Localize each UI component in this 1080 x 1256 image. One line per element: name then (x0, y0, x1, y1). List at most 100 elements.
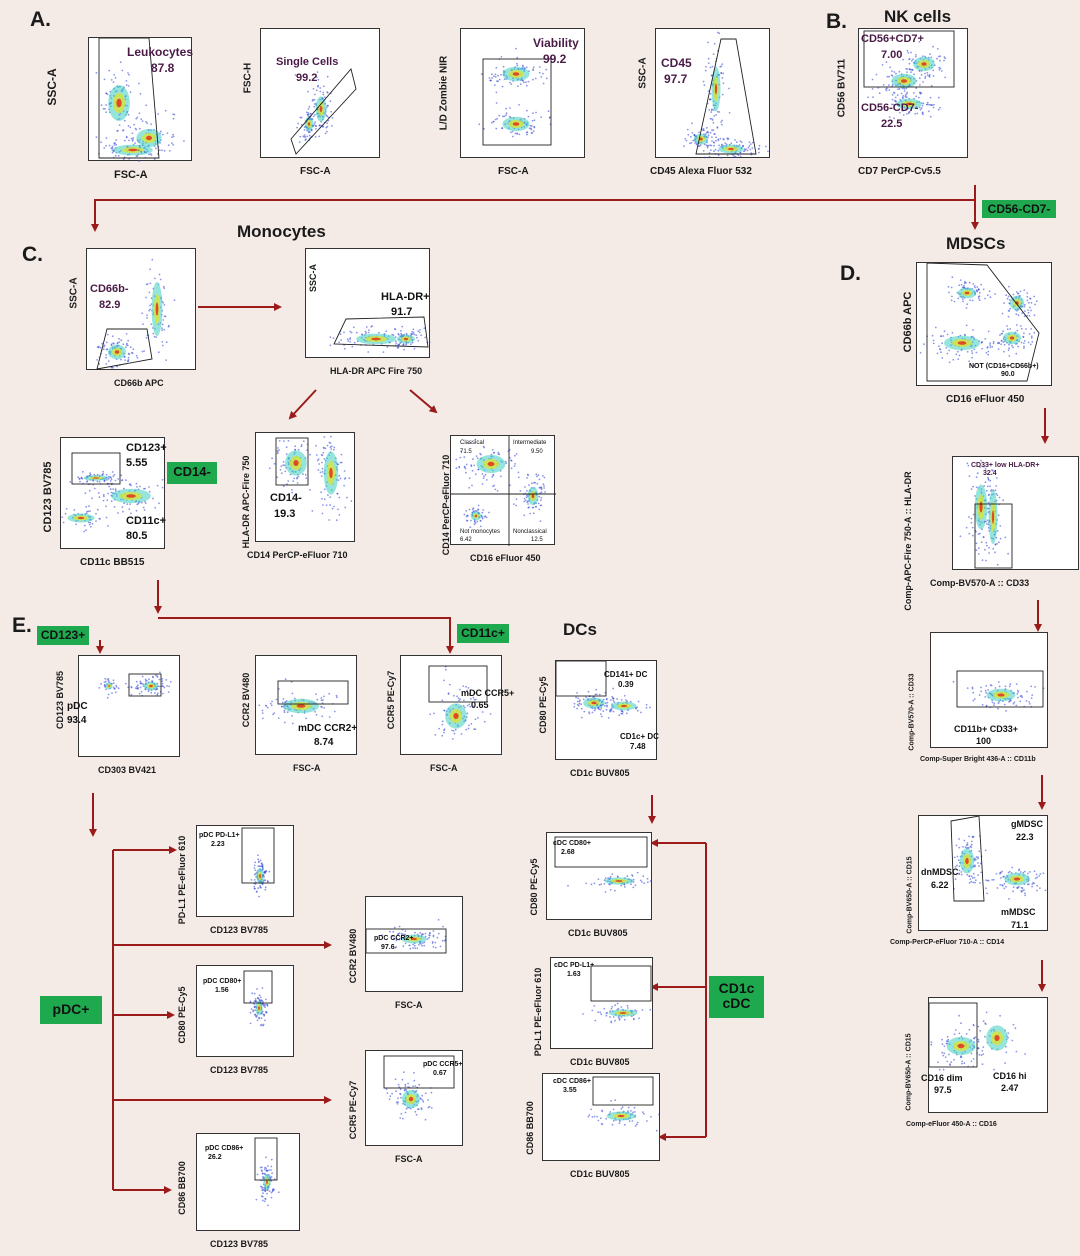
event-dot (503, 78, 506, 81)
event-dot (634, 1111, 636, 1113)
plot-svg (451, 436, 556, 546)
event-dot (135, 509, 138, 512)
event-dot (987, 501, 990, 504)
event-dot (166, 685, 168, 687)
section-label-c: C. (22, 243, 43, 266)
event-dot (156, 484, 159, 487)
event-dot (329, 336, 332, 338)
event-dot (527, 80, 530, 83)
event-dot (287, 439, 290, 442)
event-dot (475, 455, 478, 458)
event-dot (420, 1098, 422, 1101)
density-peak (453, 712, 459, 720)
event-dot (711, 140, 713, 142)
event-dot (103, 344, 106, 347)
event-dot (254, 881, 257, 883)
event-dot (941, 357, 944, 359)
event-dot (609, 1111, 612, 1113)
event-dot (148, 490, 151, 493)
event-dot (116, 341, 119, 344)
event-dot (640, 711, 642, 714)
event-dot (144, 502, 147, 505)
event-dot (127, 72, 129, 74)
event-dot (451, 729, 453, 732)
event-dot (149, 308, 152, 311)
event-dot (129, 91, 132, 94)
event-dot (915, 95, 918, 98)
x-axis-label: CD303 BV421 (98, 765, 157, 775)
event-dot (980, 541, 983, 544)
event-dot (155, 147, 157, 150)
event-dot (1015, 291, 1018, 293)
event-dot (708, 155, 711, 158)
event-dot (987, 350, 990, 353)
event-dot (163, 686, 166, 689)
event-dot (266, 1192, 268, 1195)
gate-value: 12.5 (531, 537, 543, 543)
event-dot (1025, 328, 1027, 330)
event-dot (1015, 683, 1018, 685)
event-dot (125, 479, 127, 482)
x-axis-label: FSC-A (293, 763, 321, 773)
event-dot (523, 500, 526, 503)
event-dot (534, 481, 536, 484)
event-dot (347, 340, 350, 342)
gate-rect (71, 452, 121, 485)
event-dot (957, 859, 960, 862)
event-dot (517, 85, 519, 88)
event-dot (867, 96, 869, 99)
event-dot (734, 155, 737, 158)
event-dot (972, 329, 974, 331)
event-dot (140, 118, 143, 121)
event-dot (1036, 889, 1038, 892)
event-dot (590, 883, 593, 886)
event-dot (138, 149, 140, 152)
event-dot (983, 485, 985, 487)
plot-mdc-ccr2: mDC CCR2+8.74 (255, 655, 357, 755)
event-dot (350, 331, 353, 334)
event-dot (1027, 341, 1030, 344)
event-dot (473, 698, 476, 701)
event-dot (968, 360, 971, 363)
event-dot (953, 1033, 956, 1036)
event-dot (397, 344, 399, 346)
event-dot (1009, 700, 1011, 702)
event-dot (136, 486, 138, 488)
event-dot (367, 331, 370, 334)
event-dot (531, 482, 533, 485)
event-dot (962, 845, 964, 848)
event-dot (268, 1190, 271, 1192)
event-dot (143, 150, 146, 153)
event-dot (307, 108, 310, 110)
event-dot (102, 470, 104, 473)
event-dot (145, 336, 148, 339)
event-dot (532, 112, 534, 114)
event-dot (138, 692, 141, 695)
event-dot (981, 1063, 984, 1066)
event-dot (585, 696, 587, 699)
event-dot (163, 304, 166, 306)
event-dot (476, 520, 479, 523)
event-dot (713, 42, 716, 45)
event-dot (266, 1170, 269, 1172)
title-mdscs: MDSCs (946, 234, 1006, 253)
event-dot (996, 887, 999, 889)
density-peak (979, 501, 983, 513)
event-dot (338, 474, 341, 477)
event-dot (324, 96, 326, 99)
density-peak (512, 122, 520, 126)
event-dot (103, 495, 105, 498)
event-dot (738, 144, 741, 146)
event-dot (429, 713, 432, 716)
event-dot (1023, 347, 1025, 349)
event-dot (297, 122, 299, 125)
event-dot (121, 506, 124, 509)
event-dot (261, 712, 264, 714)
event-dot (525, 66, 528, 69)
event-dot (307, 90, 309, 93)
gate-value: 99.2 (543, 52, 567, 66)
event-dot (702, 128, 705, 130)
gate-value: 8.74 (314, 737, 334, 748)
event-dot (515, 453, 518, 455)
